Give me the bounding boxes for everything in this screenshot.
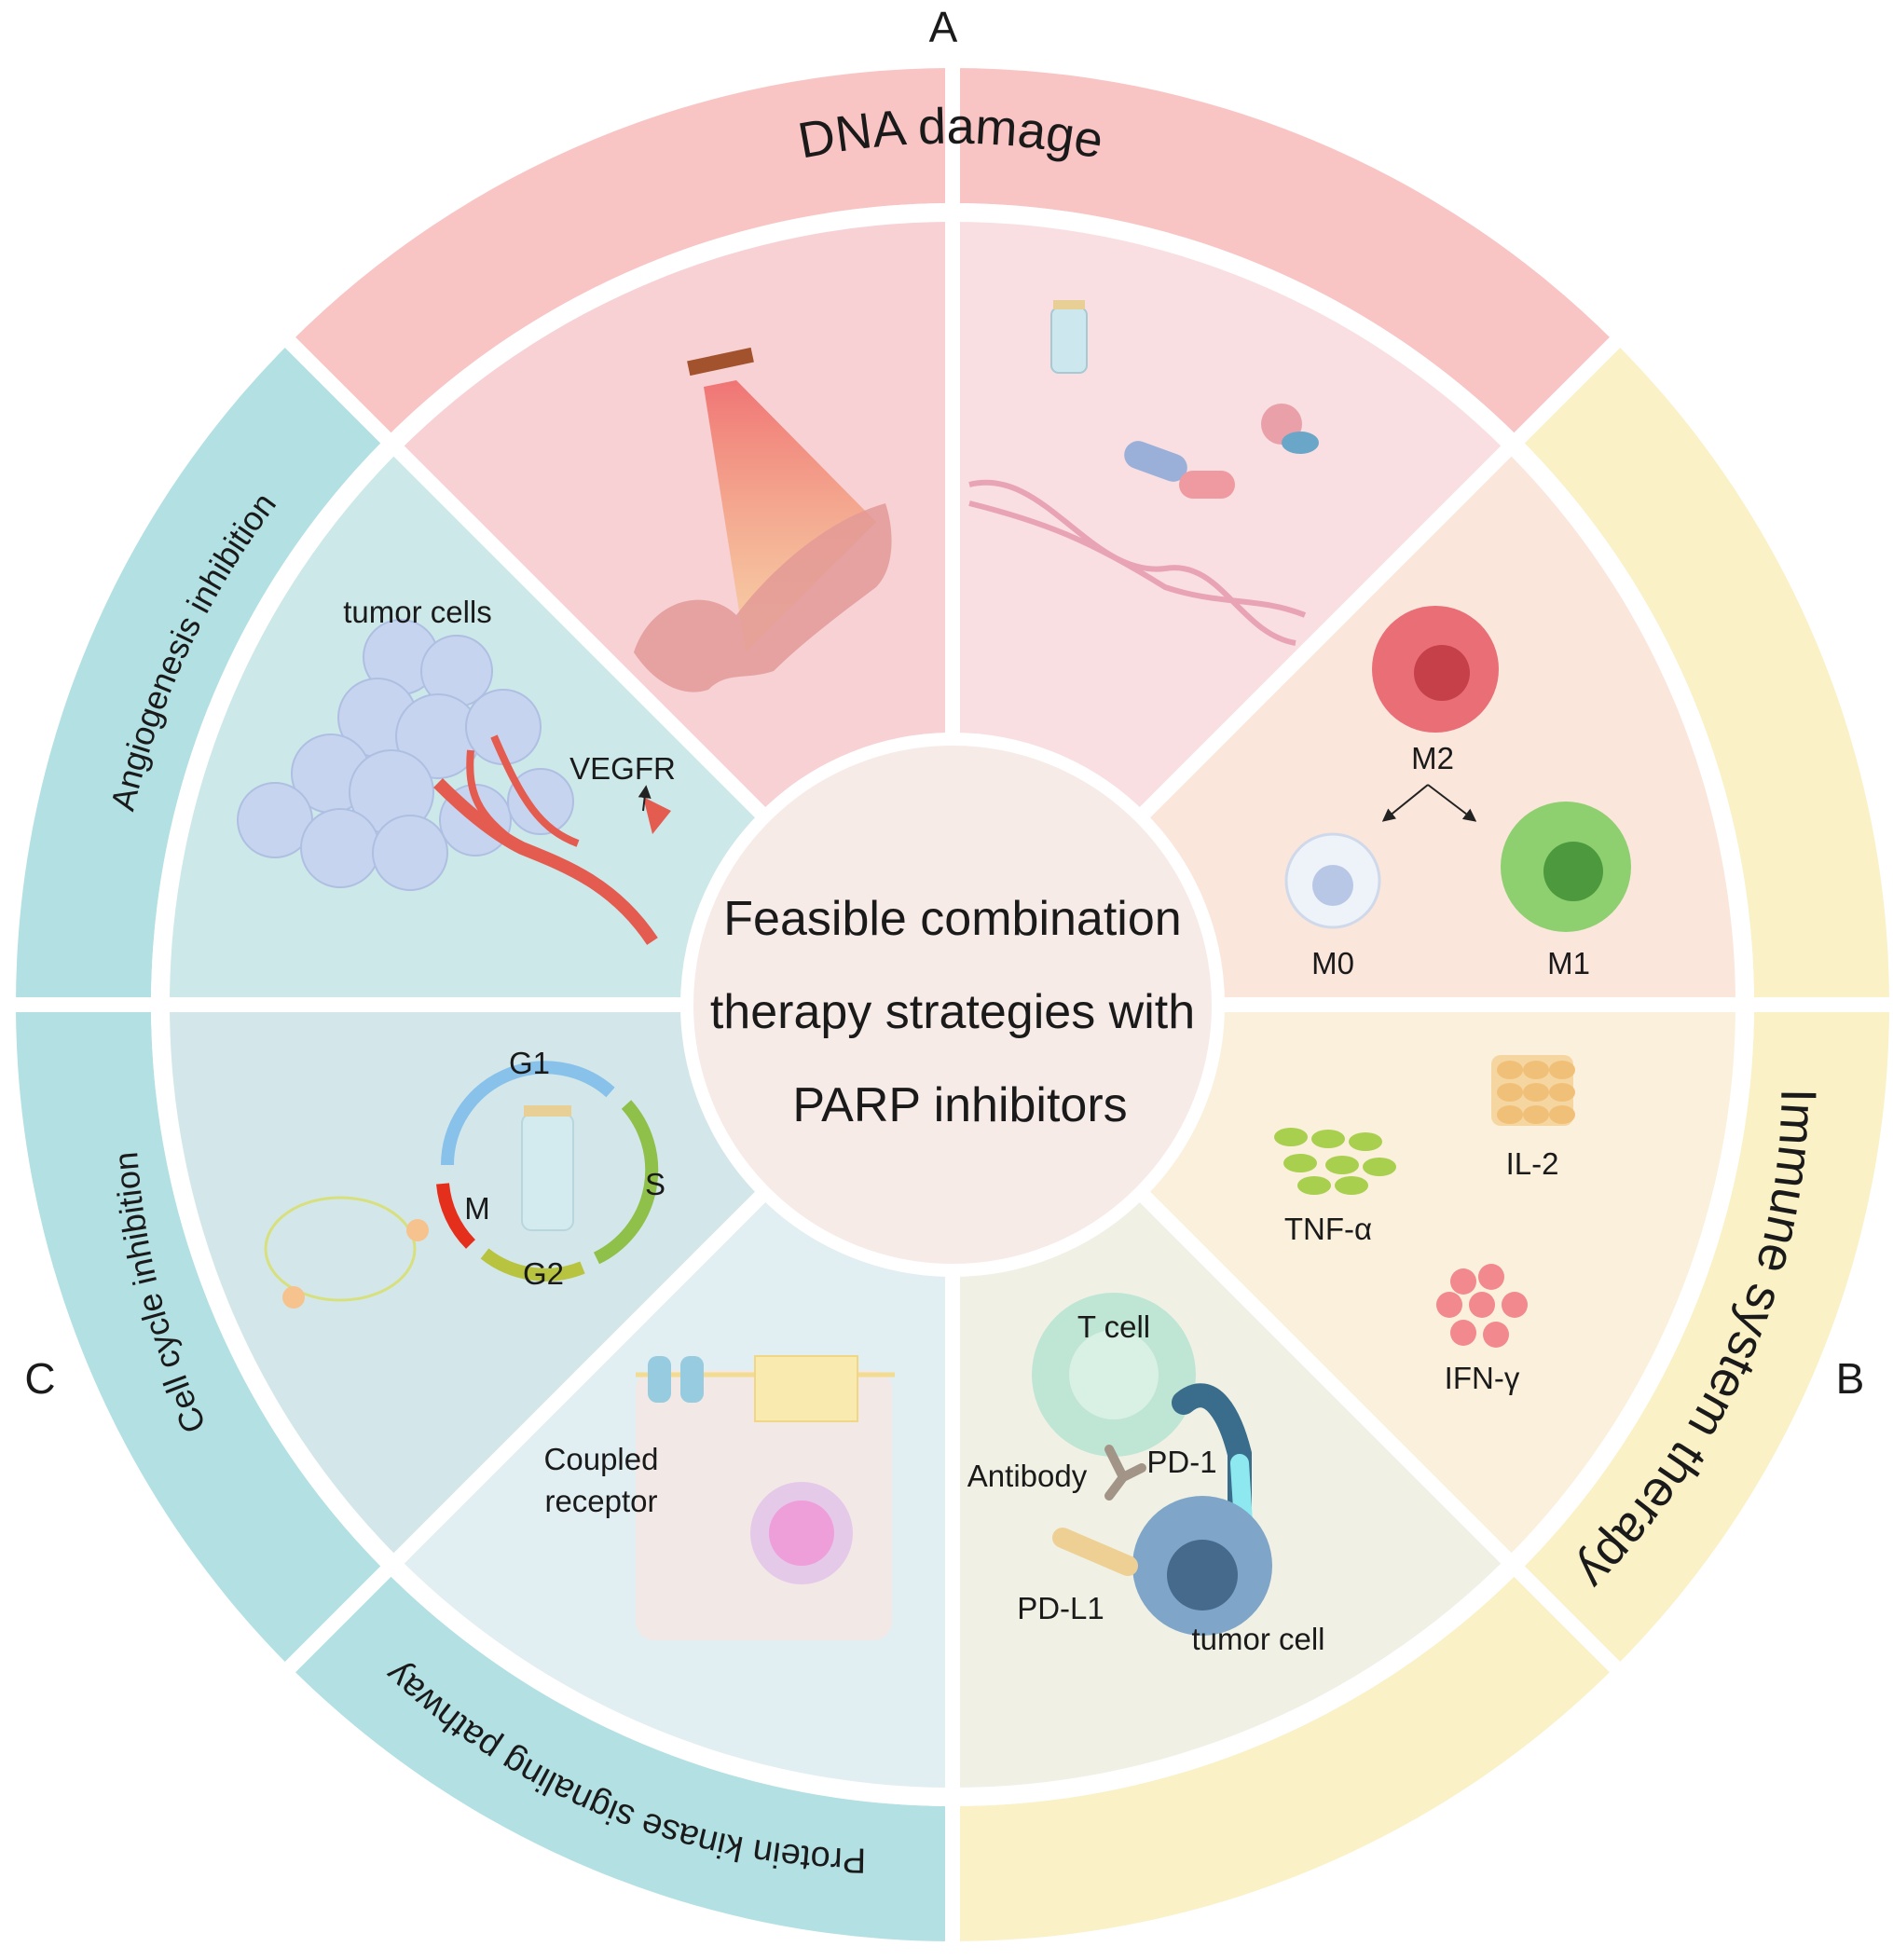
- capsule-right-icon: [1179, 471, 1235, 499]
- radiation-emitter-icon: [687, 347, 754, 377]
- center-line-1: Feasible combination: [723, 892, 1181, 946]
- arrow-m2-m0: [1381, 784, 1429, 822]
- radiation-beam-icon: [704, 380, 876, 652]
- arrow-m2-m1: [1427, 784, 1477, 822]
- dna-strand-icon: [968, 479, 1296, 646]
- centrosome2-icon: [406, 1219, 429, 1241]
- receptor-label: receptor: [544, 1484, 657, 1518]
- wedge-radiation: [399, 222, 953, 817]
- pill-base-icon: [1282, 432, 1319, 454]
- receptor2-icon: [680, 1356, 704, 1403]
- segment-separators: [7, 59, 1893, 1951]
- vegfr-label: VEGFR: [569, 751, 676, 786]
- t-cell-label: T cell: [1077, 1309, 1150, 1344]
- center-line-2: therapy strategies with: [710, 985, 1195, 1039]
- center-line-3: PARP inhibitors: [792, 1078, 1127, 1132]
- center-circle: [680, 733, 1225, 1277]
- blood-vessel-illustration: tumor cells VEGFR: [343, 595, 676, 945]
- radiation-illustration: [634, 347, 892, 692]
- center-title: Feasible combination therapy strategies …: [710, 892, 1195, 1132]
- ring-gap: [151, 203, 1754, 1806]
- panel-letter-c: C: [24, 1354, 55, 1403]
- il2-label: IL-2: [1506, 1146, 1559, 1181]
- antibody-icon: [1104, 1445, 1146, 1501]
- vessel-icon: [433, 778, 658, 945]
- antibody-label: Antibody: [967, 1459, 1088, 1493]
- g2-label: G2: [523, 1256, 564, 1291]
- vial-cap-icon: [1053, 300, 1085, 309]
- vessel-tip-icon: [643, 797, 671, 834]
- immune-therapy-ring-segment: [953, 342, 1890, 1942]
- m0-nucleus-icon: [1312, 865, 1353, 906]
- m1-label: M1: [1547, 946, 1590, 980]
- dna-damage-ring-segment: [290, 68, 1615, 438]
- panel-letter-a: A: [929, 3, 958, 51]
- chemotherapy-illustration: [968, 300, 1319, 646]
- wedge-cell-cycle: [170, 1005, 765, 1558]
- capsule-left-icon: [1124, 441, 1187, 482]
- t-cell-nucleus-icon: [1069, 1330, 1159, 1419]
- separator-line: [1134, 1186, 1627, 1679]
- macrophage-illustration: M2 M0 M1: [1284, 606, 1631, 980]
- m1-nucleus-icon: [1543, 842, 1603, 901]
- panel-letter-b: B: [1836, 1354, 1865, 1403]
- m-arc-icon: [436, 1183, 476, 1249]
- pd1-receptor-icon: [1172, 1383, 1252, 1550]
- patient-silhouette-icon: [634, 503, 892, 692]
- centrosome-icon: [282, 1286, 305, 1309]
- g1-arc-icon: [441, 1061, 615, 1166]
- ifn-label: IFN-γ: [1445, 1361, 1520, 1395]
- receptor-icon: [648, 1356, 671, 1403]
- checkpoint-illustration: T cell PD-1 Antibody PD-L1 tumor cell: [967, 1293, 1325, 1656]
- tumor-cells-label: tumor cells: [343, 595, 492, 629]
- cycle-vial-icon: [521, 1113, 574, 1231]
- coupled-label: Coupled: [544, 1442, 659, 1476]
- kinase-illustration: Coupled receptor: [544, 1355, 895, 1640]
- chromatin-icon: [769, 1501, 834, 1566]
- il2-cluster-icon: [1491, 1055, 1575, 1126]
- vessel-branch-icon: [466, 749, 525, 852]
- vegfr-arrow: [638, 785, 652, 812]
- vessel-branch2-icon: [490, 734, 580, 847]
- outer-ring: [15, 68, 1890, 1942]
- tnf-cluster-icon: [1274, 1128, 1396, 1195]
- dna-strand2-icon: [968, 500, 1307, 618]
- m2-label: M2: [1411, 741, 1454, 775]
- vial-icon: [1050, 307, 1088, 374]
- tumor-nucleus-icon: [1167, 1540, 1238, 1610]
- tumor-cell-label: tumor cell: [1191, 1622, 1324, 1656]
- tnf-label: TNF-α: [1284, 1212, 1372, 1246]
- pdl1-ligand-icon: [1052, 1528, 1138, 1576]
- s-label: S: [645, 1167, 665, 1201]
- separator-line: [1134, 330, 1627, 823]
- s-arc-icon: [593, 1100, 659, 1265]
- cycle-vial-cap-icon: [524, 1105, 571, 1117]
- pdl1-label: PD-L1: [1017, 1591, 1104, 1625]
- g2-arc-icon: [480, 1248, 585, 1282]
- cytokine-illustration: TNF-α IL-2 IFN-γ: [1274, 1055, 1575, 1395]
- m2-nucleus-icon: [1414, 645, 1470, 701]
- separator-line: [278, 1186, 771, 1679]
- wedge-chemotherapy: [953, 222, 1506, 817]
- cell-cycle-illustration: G1 S G2 M: [264, 1046, 665, 1309]
- spindle-icon: [264, 1196, 417, 1302]
- g1-label: G1: [509, 1046, 550, 1080]
- gpcr-icon: [754, 1355, 858, 1422]
- m-label: M: [464, 1191, 490, 1226]
- kinase-cellcycle-ring-segment: [15, 342, 953, 1942]
- ifn-cluster-icon: [1436, 1264, 1528, 1348]
- m0-label: M0: [1311, 946, 1354, 980]
- pd1-label: PD-1: [1146, 1445, 1216, 1479]
- separator-line: [278, 330, 771, 823]
